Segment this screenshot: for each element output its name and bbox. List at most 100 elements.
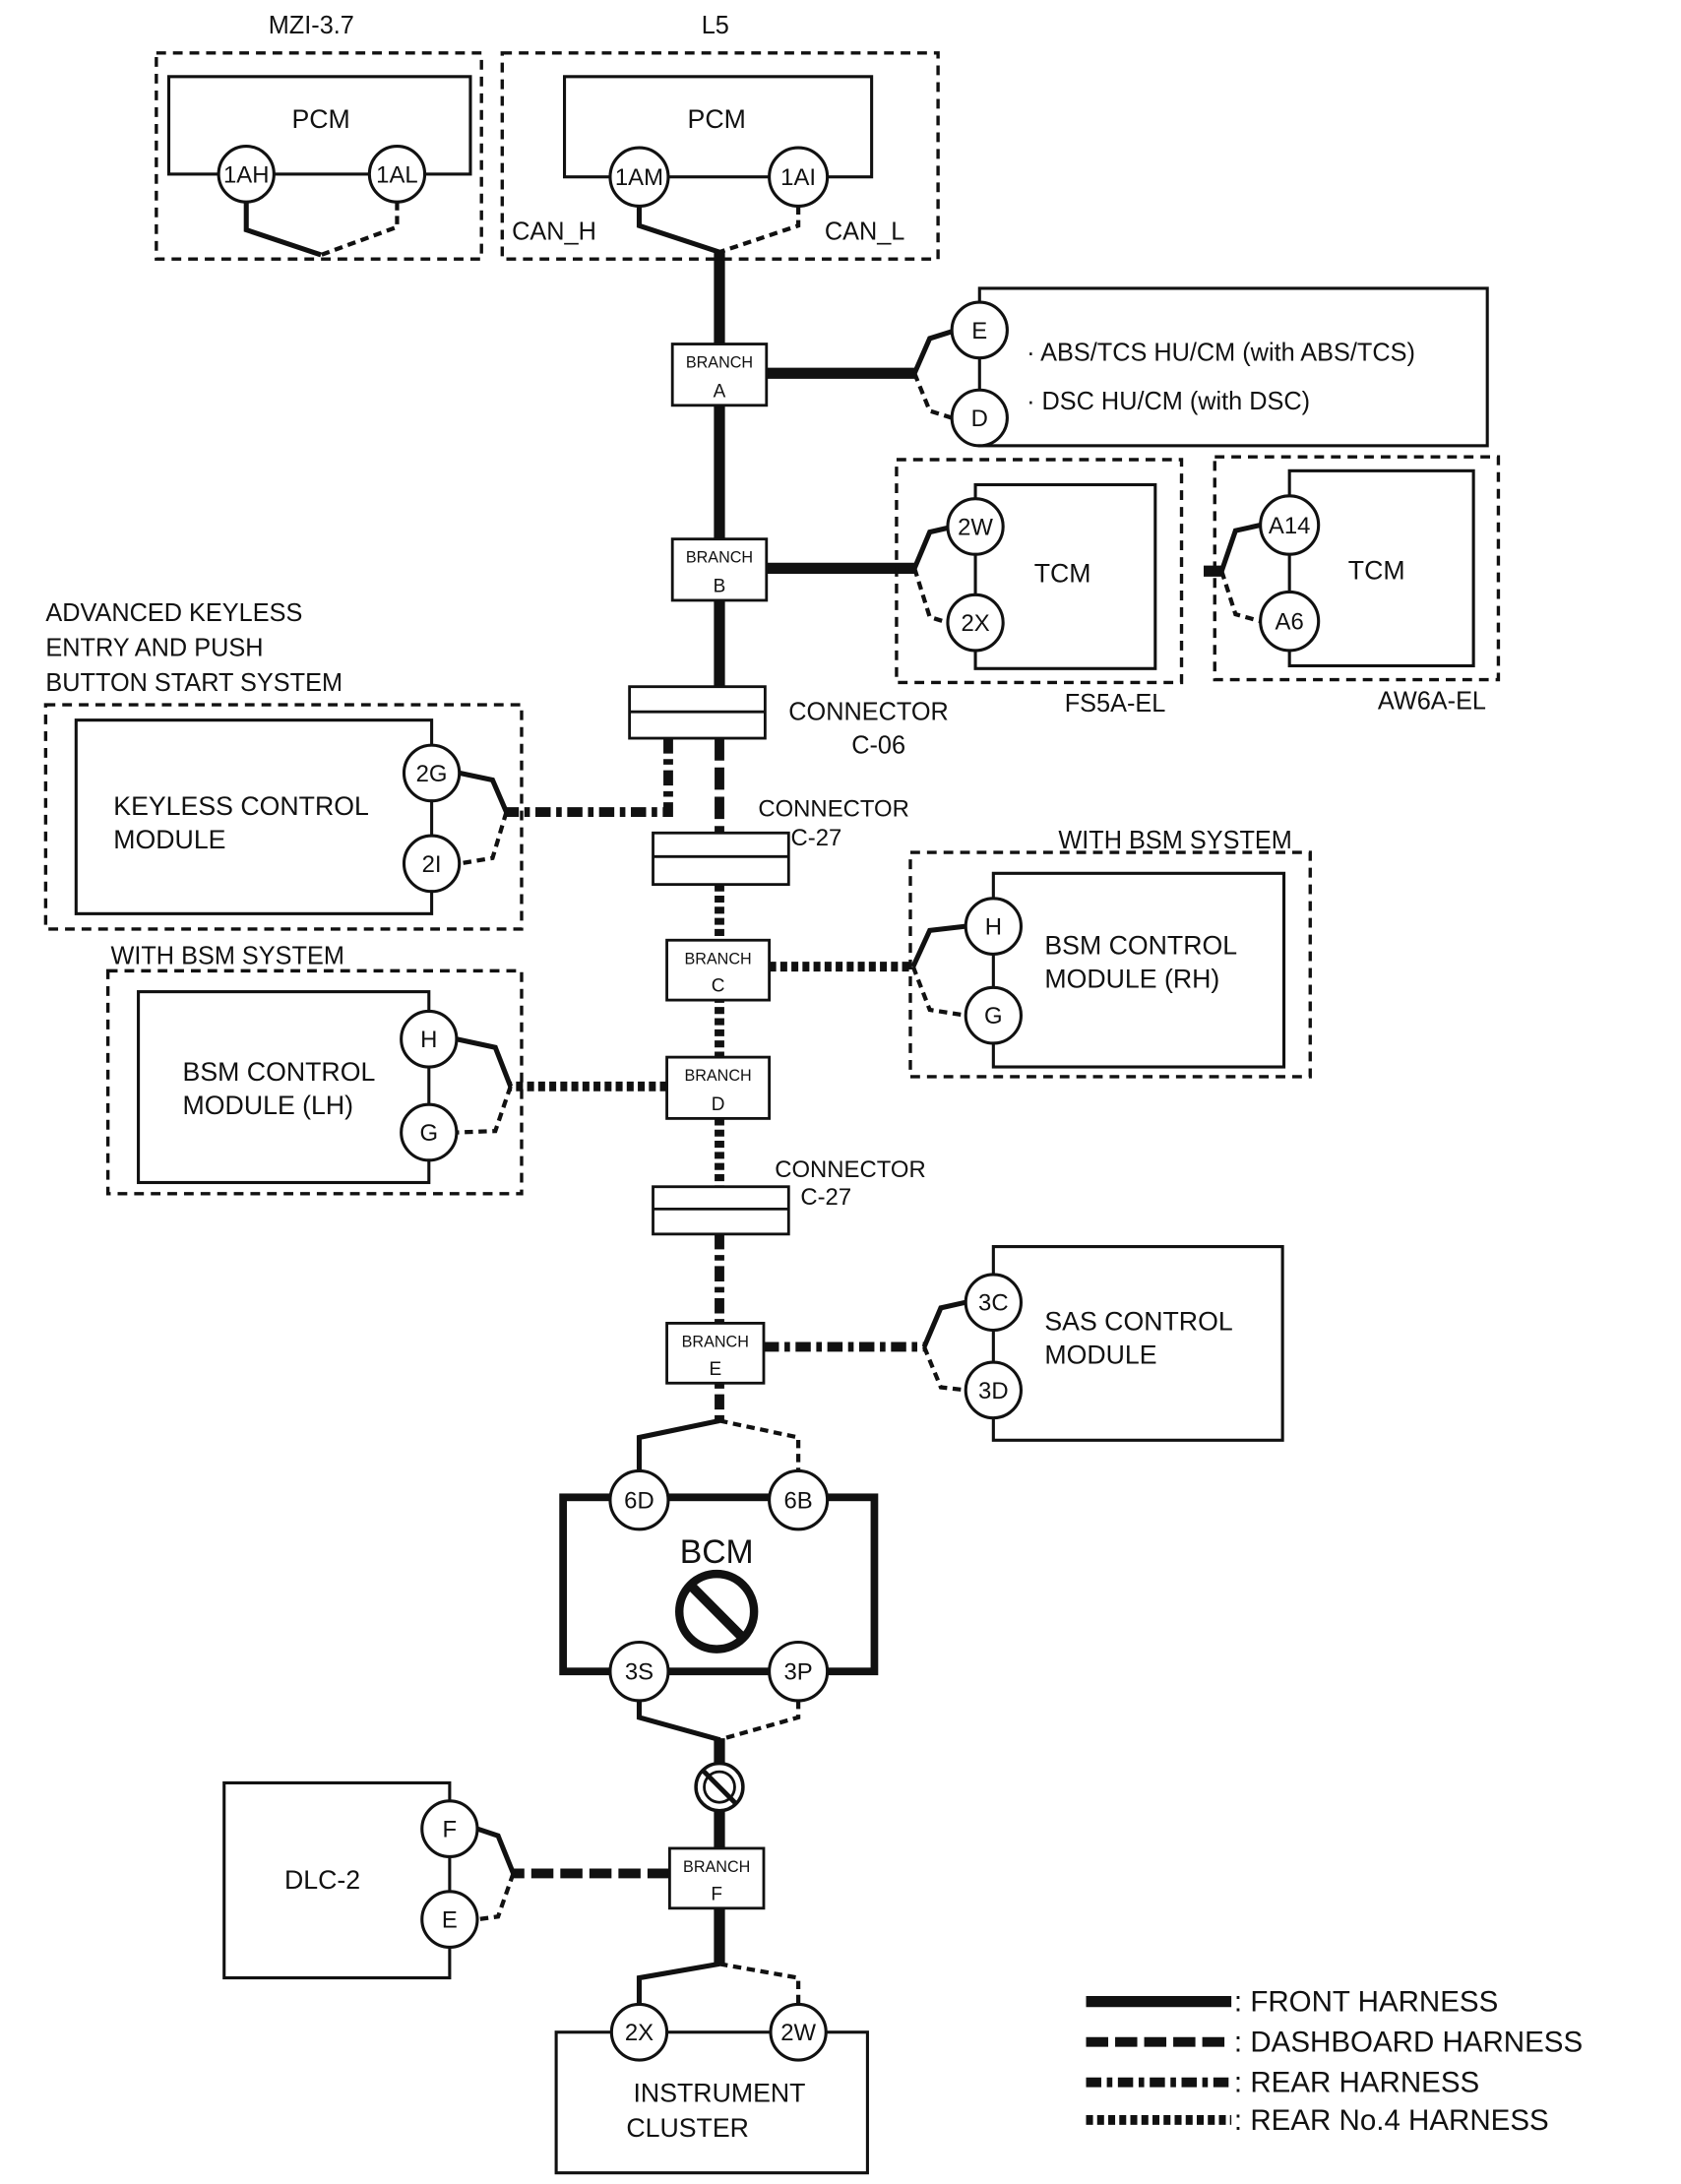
- pin-1ai-circle: [768, 146, 830, 209]
- pin-tcm-2w: 2W: [946, 497, 1005, 556]
- pin-bsm-rh-g: G: [964, 985, 1023, 1045]
- abs-tcs-label: · ABS/TCS HU/CM (with ABS/TCS): [1027, 339, 1415, 366]
- trunk-prohibit-icon-slash: [701, 1768, 738, 1806]
- pin-cluster-2x-circle: [609, 2002, 669, 2062]
- instrument-cluster-box: [554, 2030, 869, 2175]
- bsm-lh-group: WITH BSM SYSTEM BSM CONTROL MODULE (LH) …: [105, 942, 524, 1196]
- pin-cluster-2w-label: 2W: [780, 2020, 816, 2046]
- wire-tcm-fs5a-can-l: [912, 567, 949, 625]
- wire-sas-can-l: [922, 1345, 966, 1393]
- branch-b-letter: B: [714, 576, 726, 596]
- branch-e: BRANCH E: [665, 1322, 766, 1385]
- pin-dlc-e: E: [420, 1890, 479, 1949]
- tcm-fs5a-name: TCM: [1034, 558, 1091, 588]
- wire-pcm-l5-can-l: [718, 206, 801, 255]
- pin-sas-3d: 3D: [964, 1360, 1023, 1420]
- legend-dashboard-label: : DASHBOARD HARNESS: [1234, 2026, 1583, 2058]
- pin-tcm-a14: A14: [1259, 494, 1321, 556]
- legend-rear-label: : REAR HARNESS: [1234, 2067, 1479, 2099]
- branch-c-letter: C: [712, 976, 725, 997]
- bsm-rh-name-line1: BSM CONTROL: [1044, 930, 1237, 960]
- wire-bsm-lh-can-h: [456, 1036, 514, 1088]
- abs-dsc-module: · ABS/TCS HU/CM (with ABS/TCS) · DSC HU/…: [950, 286, 1489, 448]
- pin-1ai-label: 1AI: [780, 164, 816, 191]
- trunk-prohibit-icon-inner: [703, 1770, 736, 1804]
- pcm-mzi-variant-frame: [155, 51, 483, 261]
- pin-bsm-rh-g-circle: [964, 985, 1023, 1045]
- wire-bcm-3s: [636, 1700, 720, 1743]
- pin-1am-circle: [608, 146, 670, 209]
- connector-c06-label: CONNECTOR: [788, 699, 949, 726]
- sas-name-line1: SAS CONTROL: [1044, 1306, 1232, 1336]
- pin-tcm-2x-circle: [946, 593, 1005, 653]
- wire-bsm-rh-can-l: [910, 966, 966, 1018]
- pin-abs-e: E: [950, 300, 1009, 360]
- pin-1al: 1AL: [367, 145, 427, 204]
- branch-a-box: [670, 343, 769, 407]
- pin-keyless-2i-circle: [402, 834, 462, 894]
- pin-tcm-2w-circle: [946, 497, 1005, 556]
- wire-cluster-2w: [718, 1962, 801, 2005]
- pin-bcm-6b: 6B: [768, 1468, 830, 1531]
- keyless-module-name-line1: KEYLESS CONTROL: [113, 791, 369, 821]
- tcm-aw6a-box: [1287, 468, 1475, 668]
- branch-e-label: BRANCH: [682, 1333, 749, 1350]
- pin-tcm-a14-label: A14: [1269, 513, 1311, 539]
- branch-b-box: [670, 537, 769, 602]
- pin-tcm-2w-label: 2W: [958, 514, 993, 540]
- bsm-rh-condition: WITH BSM SYSTEM: [1058, 827, 1291, 854]
- pin-tcm-a14-circle: [1259, 494, 1321, 556]
- pcm-l5-name: PCM: [688, 104, 746, 134]
- keyless-module-name-line2: MODULE: [113, 825, 225, 854]
- connector-c27-upper-id: C-27: [791, 825, 842, 851]
- pin-bcm-6b-label: 6B: [784, 1488, 813, 1515]
- connector-c27-lower-body: [652, 1185, 790, 1236]
- pin-cluster-2x-label: 2X: [625, 2020, 654, 2046]
- pin-tcm-a6-label: A6: [1276, 609, 1304, 636]
- connector-c27-lower-id: C-27: [800, 1184, 851, 1211]
- connector-c27-lower-label: CONNECTOR: [775, 1156, 926, 1183]
- abs-dsc-box: [977, 286, 1489, 448]
- pin-bcm-6d-circle: [608, 1468, 670, 1531]
- pin-tcm-a6: A6: [1259, 590, 1321, 653]
- sas-group: SAS CONTROL MODULE 3C 3D: [964, 1245, 1284, 1442]
- connector-c27-upper-label: CONNECTOR: [758, 795, 909, 822]
- pin-keyless-2i-label: 2I: [422, 851, 442, 878]
- pin-bcm-3p: 3P: [768, 1640, 830, 1703]
- pcm-l5-variant-frame: [500, 51, 940, 261]
- instrument-cluster-name-line2: CLUSTER: [626, 2113, 749, 2143]
- branch-b-label: BRANCH: [686, 549, 753, 567]
- bsm-lh-condition: WITH BSM SYSTEM: [110, 942, 343, 969]
- pin-bcm-3p-circle: [768, 1640, 830, 1703]
- tcm-fs5a-group: TCM FS5A-EL 2W 2X: [895, 458, 1184, 718]
- bsm-lh-box: [137, 990, 431, 1185]
- bsm-rh-group: WITH BSM SYSTEM BSM CONTROL MODULE (RH) …: [908, 827, 1312, 1079]
- keyless-system-title-line2: ENTRY AND PUSH: [45, 634, 263, 661]
- tcm-aw6a-variant-label: AW6A-EL: [1378, 687, 1486, 715]
- pin-cluster-2w: 2W: [769, 2002, 828, 2062]
- pin-keyless-2g: 2G: [402, 743, 462, 803]
- pcm-l5-group: L5 PCM 1AM 1AI CAN_H CAN_L: [500, 12, 940, 261]
- can-h-label: CAN_H: [512, 218, 596, 245]
- branch-d: BRANCH D: [665, 1055, 772, 1120]
- wire-keyless-can-h: [459, 770, 509, 814]
- pin-dlc-e-label: E: [442, 1907, 458, 1934]
- pcm-l5-variant-label: L5: [702, 12, 729, 39]
- connector-c27-upper-body: [652, 831, 790, 887]
- pin-bcm-3s-circle: [608, 1640, 670, 1703]
- pcm-l5-box: [563, 75, 874, 179]
- sas-box: [991, 1245, 1284, 1442]
- pin-bsm-lh-h-label: H: [420, 1027, 437, 1053]
- branch-a-label: BRANCH: [686, 354, 753, 372]
- dlc-name: DLC-2: [284, 1865, 360, 1895]
- wire-bsm-rh-can-h: [910, 923, 966, 968]
- instrument-cluster-group: INSTRUMENT CLUSTER 2X 2W: [554, 2002, 869, 2175]
- pin-1ah-label: 1AH: [223, 161, 269, 188]
- wire-pcm-mzi-can-l: [320, 202, 400, 257]
- wire-bcm-6d: [636, 1417, 720, 1471]
- branch-a: BRANCH A: [670, 343, 769, 407]
- connector-c06-id: C-06: [851, 732, 905, 760]
- branch-c-label: BRANCH: [684, 950, 751, 967]
- wire-cluster-2x: [636, 1961, 720, 2005]
